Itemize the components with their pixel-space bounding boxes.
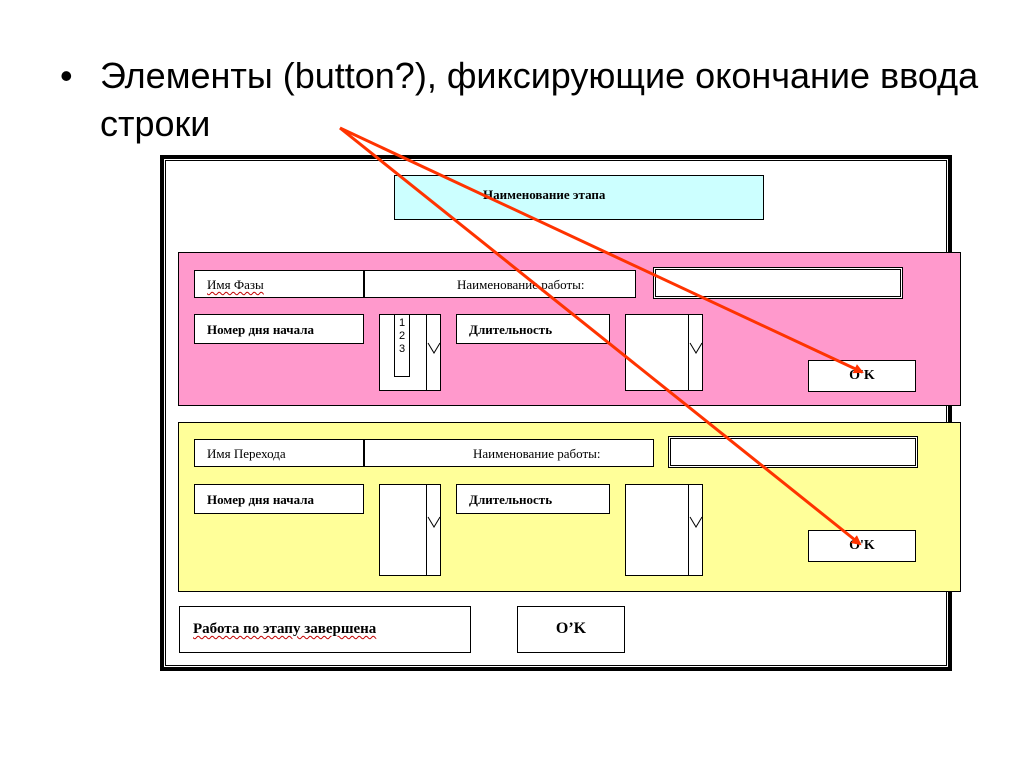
bullet-dot-icon: •: [60, 55, 73, 96]
transition-ok-button[interactable]: O'K: [808, 530, 916, 562]
transition-duration-label: Длительность: [469, 492, 553, 507]
phase-duration-scrollbar[interactable]: [688, 315, 703, 392]
phase-work-label: Наименование работы:: [457, 277, 585, 292]
phase-work-input[interactable]: [653, 267, 903, 299]
phase-start-day-label: Номер дня начала: [207, 322, 315, 337]
stage-finished-label: Работа по этапу завершена: [193, 621, 377, 637]
phase-name-label-box: Имя Фазы: [194, 270, 364, 298]
dropdown-arrow-icon[interactable]: [689, 485, 703, 577]
phase-name-label: Имя Фазы: [207, 277, 264, 292]
transition-work-label-box: Наименование работы:: [364, 439, 654, 467]
stage-finished-label-box: Работа по этапу завершена: [179, 606, 471, 653]
dropdown-arrow-icon[interactable]: [689, 315, 703, 392]
dropdown-arrow-icon[interactable]: [427, 485, 441, 577]
phase-start-day-option[interactable]: 1: [398, 317, 406, 329]
transition-duration-scrollbar[interactable]: [688, 485, 703, 577]
dropdown-arrow-icon[interactable]: [427, 315, 441, 392]
transition-duration-label-box: Длительность: [456, 484, 610, 514]
phase-start-day-options[interactable]: 1 2 3: [394, 315, 410, 377]
slide-text: Элементы (button?), фиксирующие окончани…: [100, 55, 979, 144]
transition-work-label: Наименование работы:: [473, 446, 601, 461]
stage-finished-ok-button[interactable]: O’K: [517, 606, 625, 653]
transition-work-input[interactable]: [668, 436, 918, 468]
transition-duration-list[interactable]: [625, 484, 703, 576]
stage-title-box: Наименование этапа: [394, 175, 764, 220]
phase-duration-label-box: Длительность: [456, 314, 610, 344]
phase-ok-button[interactable]: O'K: [808, 360, 916, 392]
transition-start-day-label-box: Номер дня начала: [194, 484, 364, 514]
transition-name-label: Имя Перехода: [207, 446, 286, 461]
transition-start-day-label: Номер дня начала: [207, 492, 315, 507]
phase-start-day-scrollbar[interactable]: [426, 315, 441, 392]
transition-name-label-box: Имя Перехода: [194, 439, 364, 467]
transition-start-day-scrollbar[interactable]: [426, 485, 441, 577]
transition-start-day-list[interactable]: [379, 484, 441, 576]
phase-start-day-option[interactable]: 2: [398, 330, 406, 342]
phase-work-label-box: Наименование работы:: [364, 270, 636, 298]
stage-title: Наименование этапа: [483, 187, 606, 202]
phase-duration-list[interactable]: [625, 314, 703, 391]
phase-duration-label: Длительность: [469, 322, 553, 337]
phase-start-day-option[interactable]: 3: [398, 343, 406, 355]
phase-start-day-label-box: Номер дня начала: [194, 314, 364, 344]
phase-start-day-list[interactable]: 1 2 3: [379, 314, 441, 391]
